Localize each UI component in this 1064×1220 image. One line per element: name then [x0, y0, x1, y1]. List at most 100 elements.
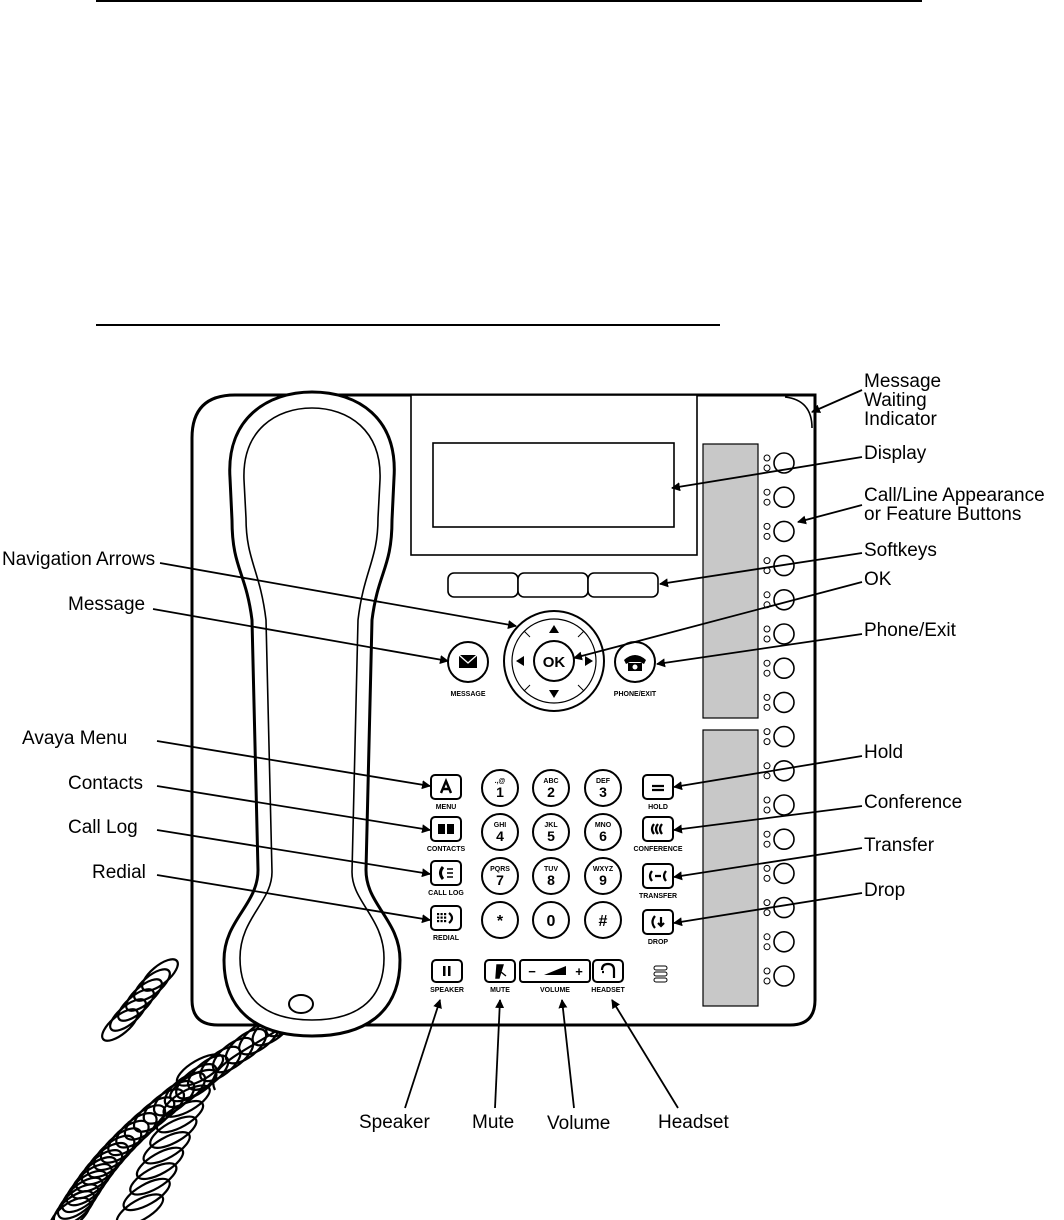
callout-arrow-speaker — [404, 999, 442, 1109]
book-icon — [438, 824, 454, 834]
keypad-dot — [444, 913, 447, 916]
line-appearance-button-15[interactable] — [773, 930, 795, 953]
contacts-button[interactable] — [430, 816, 462, 842]
nav-up-arrow[interactable] — [549, 625, 559, 633]
line-led-top — [763, 454, 771, 462]
callout-redial: Redial — [92, 862, 146, 883]
line-led-bottom — [763, 943, 771, 951]
callout-call-log: Call Log — [68, 817, 138, 838]
callout-arrow-navigation-arrows — [159, 562, 517, 630]
line-led-bottom — [763, 703, 771, 711]
keypad-key[interactable] — [532, 769, 570, 807]
line-appearance-button-6[interactable] — [773, 623, 795, 645]
callout-line-buttons: Call/Line Appearance or Feature Buttons — [864, 485, 1045, 525]
line-appearance-button-3[interactable] — [773, 520, 795, 543]
nav-left-arrow[interactable] — [516, 656, 524, 666]
line-led-top — [763, 488, 771, 496]
cord-coil — [48, 1196, 92, 1220]
headset-icon — [600, 962, 616, 978]
nav-down-arrow[interactable] — [549, 690, 559, 698]
callout-arrow-mute — [494, 999, 505, 1109]
line-appearance-button-12[interactable] — [773, 828, 795, 851]
callout-transfer: Transfer — [864, 835, 935, 856]
line-appearance-button-9[interactable] — [773, 725, 795, 748]
callout-softkeys: Softkeys — [864, 540, 937, 561]
hold-icon — [652, 784, 664, 792]
volume-ramp-icon — [544, 966, 566, 975]
call-log-button[interactable] — [430, 860, 462, 886]
line-led-bottom — [763, 498, 771, 506]
cord-coil — [135, 1146, 185, 1181]
ok-button[interactable] — [533, 640, 575, 682]
keypad-dot — [440, 916, 443, 919]
cord-coil — [129, 1162, 178, 1196]
keypad-dot — [437, 920, 440, 923]
cord-coil — [155, 1099, 205, 1134]
conference-button[interactable] — [642, 816, 674, 842]
callout-message: Message — [68, 594, 146, 615]
nav-right-arrow[interactable] — [585, 656, 593, 666]
speaker-button[interactable] — [431, 959, 463, 983]
line-led-bottom — [763, 738, 771, 746]
callout-ok: OK — [864, 569, 892, 590]
callout-message-waiting-indicator: Message Waiting Indicator — [864, 371, 942, 430]
keypad-key-letters: PQRS — [490, 866, 510, 873]
keypad-key-digit: 4 — [496, 828, 504, 844]
line-appearance-button-16[interactable] — [773, 965, 795, 987]
ok-button-label: OK — [543, 654, 566, 671]
line-appearance-button-2[interactable] — [773, 486, 795, 509]
display-screen — [432, 442, 675, 528]
keypad-key-digit: # — [599, 913, 608, 930]
line-led-bottom — [763, 635, 771, 643]
volume-minus[interactable]: − — [528, 964, 536, 979]
drop-button-label: DROP — [648, 939, 669, 946]
line-appearance-button-7[interactable] — [773, 657, 795, 680]
keypad-key[interactable] — [481, 901, 519, 939]
keypad-key[interactable] — [584, 901, 622, 939]
keypad-key[interactable] — [481, 857, 519, 895]
keypad-key-digit: 0 — [547, 913, 556, 930]
line-appearance-button-14[interactable] — [773, 896, 795, 919]
keypad-key-letters: MNO — [595, 822, 612, 829]
cord-coil — [115, 1193, 165, 1220]
keypad-key[interactable] — [584, 769, 622, 807]
line-appearance-button-8[interactable] — [773, 691, 795, 714]
callout-arrow-line-buttons — [797, 504, 863, 525]
navigation-cluster: OK — [503, 610, 605, 712]
keypad-key[interactable] — [481, 769, 519, 807]
line-led-bottom — [763, 840, 771, 848]
keypad-key-letters: .,@ — [495, 778, 506, 785]
line-led-top — [763, 659, 771, 667]
mute-icon — [495, 964, 507, 979]
line-led-top — [763, 967, 771, 975]
cord-coil — [169, 1068, 218, 1103]
line-appearance-button-13[interactable] — [773, 862, 795, 885]
line-led-top — [763, 899, 771, 907]
line-led-bottom — [763, 669, 771, 677]
phone-exit-button-label: PHONE/EXIT — [614, 691, 657, 698]
button-label-panel-upper — [702, 443, 759, 719]
menu-button[interactable] — [430, 774, 462, 800]
volume-plus[interactable]: + — [575, 964, 583, 979]
keypad-key[interactable] — [532, 857, 570, 895]
section-rule — [96, 324, 720, 326]
line-appearance-button-5[interactable] — [773, 588, 795, 611]
keypad-key[interactable] — [584, 813, 622, 851]
dial-keypad: .,@1ABC2DEF3GHI4JKL5MNO6PQRS7TUV8WXYZ9*0… — [481, 769, 622, 939]
keypad-dot — [437, 916, 440, 919]
keypad-key[interactable] — [584, 857, 622, 895]
keypad-key-letters: JKL — [544, 822, 558, 829]
keypad-key[interactable] — [481, 813, 519, 851]
softkey-3[interactable] — [587, 572, 659, 598]
headset-button[interactable] — [592, 959, 624, 983]
line-appearance-button-11[interactable] — [773, 794, 795, 816]
keypad-key[interactable] — [532, 901, 570, 939]
drop-button[interactable] — [642, 909, 674, 935]
callout-avaya-menu: Avaya Menu — [22, 728, 128, 749]
softkey-2[interactable] — [517, 572, 589, 598]
keypad-key-digit: * — [497, 913, 504, 930]
softkey-1[interactable] — [447, 572, 519, 598]
callout-contacts: Contacts — [68, 773, 143, 794]
callout-arrow-transfer — [673, 847, 863, 881]
keypad-key[interactable] — [532, 813, 570, 851]
